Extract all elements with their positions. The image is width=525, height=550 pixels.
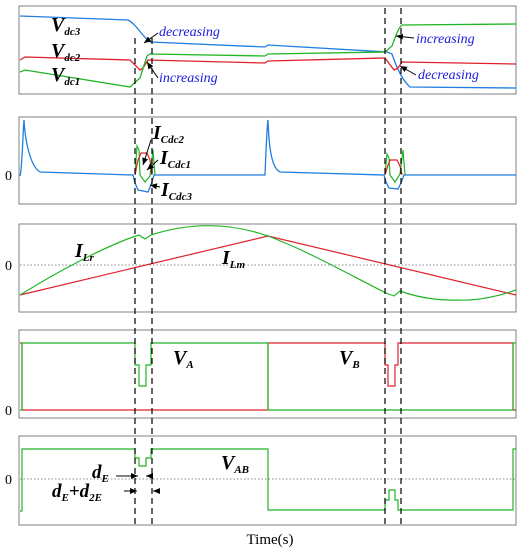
arrow-decreasing-left (143, 32, 159, 44)
trace-icdc-red (134, 152, 403, 176)
trace-vdc2 (19, 56, 517, 71)
panel-2-frame (18, 116, 517, 205)
label-icdc2: ICdc2 (152, 122, 185, 146)
x-axis-label: Time(s) (247, 532, 294, 548)
arrow-decreasing-right (399, 65, 417, 76)
panel-3-frame (18, 223, 517, 313)
panel-bridge-voltages: 0 VA VB (5, 329, 517, 419)
label-ilm: ILm (221, 247, 246, 271)
arrow-icdc3 (149, 183, 161, 190)
zero-label-panel-2: 0 (5, 169, 12, 184)
panel-inductor-currents: 0 ILr ILm (5, 223, 517, 313)
annotation-increasing-left: increasing (159, 71, 218, 86)
trace-vb (20, 342, 516, 411)
annotation-decreasing-right: decreasing (418, 68, 479, 83)
panel-4-frame (18, 329, 517, 419)
trace-vdc3 (19, 15, 517, 89)
label-icdc3: ICdc3 (160, 179, 193, 203)
label-ilr: ILr (74, 240, 95, 264)
annotation-decreasing-left: decreasing (159, 25, 220, 40)
label-vdc2: Vdc2 (51, 40, 81, 64)
panel-dc-voltages: Vdc3 Vdc2 Vdc1 decreasing increasing inc… (18, 5, 517, 95)
trace-ilm (19, 235, 517, 296)
trace-icdc-blue (19, 119, 516, 193)
label-vab: VAB (221, 452, 249, 476)
zero-label-panel-5: 0 (5, 473, 12, 488)
arrow-icdc2 (142, 139, 152, 166)
arrow-icdc1 (146, 159, 159, 171)
trace-vdc1 (19, 23, 517, 88)
label-va: VA (173, 347, 194, 371)
panel-capacitor-currents: 0 ICdc2 ICdc1 ICdc3 (5, 116, 517, 205)
panel-1-frame (18, 5, 517, 95)
trace-va (20, 342, 516, 411)
panel-5-frame (18, 435, 517, 526)
trace-vab (20, 448, 516, 512)
zero-label-panel-4: 0 (5, 404, 12, 419)
arrow-increasing-right (395, 33, 415, 40)
panel-vab: 0 VAB dE dE+d2E (5, 435, 517, 526)
label-vdc3: Vdc3 (51, 14, 81, 38)
transition-guides (134, 8, 402, 527)
annotation-increasing-right: increasing (416, 32, 475, 47)
trace-icdc-green (134, 143, 406, 184)
label-vdc1: Vdc1 (51, 64, 80, 88)
label-de: dE (92, 462, 109, 485)
label-vb: VB (339, 347, 360, 371)
label-de-plus-d2e: dE+d2E (52, 481, 102, 504)
label-icdc1: ICdc1 (159, 147, 191, 171)
zero-label-panel-3: 0 (5, 259, 12, 274)
trace-ilr (19, 225, 517, 301)
